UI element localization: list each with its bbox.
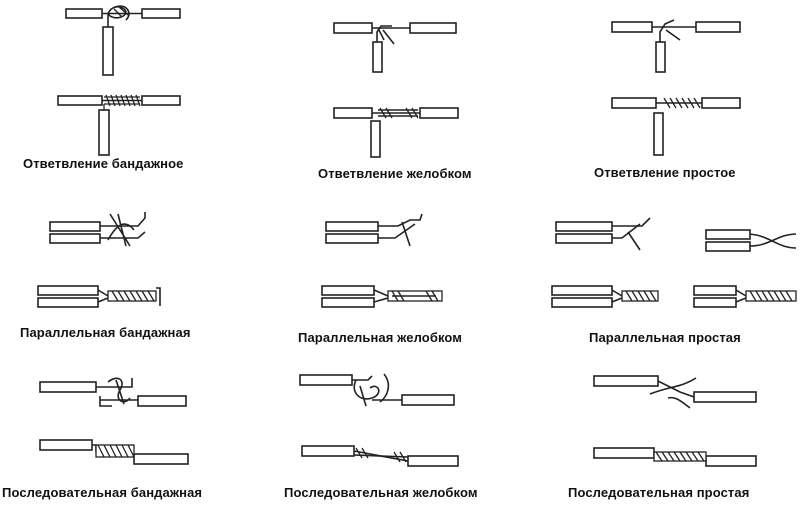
branch-simple-step2 <box>611 97 741 156</box>
serial-bandage-step1 <box>39 377 187 407</box>
parallel-groove-step1 <box>325 213 423 247</box>
branch-groove-step1 <box>333 22 457 73</box>
caption-parallel-simple: Параллельная простая <box>589 330 741 345</box>
parallel-bandage-step1 <box>49 212 146 247</box>
parallel-simple-step1b <box>705 229 797 252</box>
caption-serial-groove: Последовательная желобком <box>284 485 478 500</box>
parallel-simple-step2 <box>551 285 659 308</box>
caption-branch-simple: Ответвление простое <box>594 165 736 180</box>
caption-parallel-bandage: Параллельная бандажная <box>20 325 191 340</box>
parallel-bandage-step2 <box>37 285 161 308</box>
branch-bandage-step1 <box>65 5 181 76</box>
branch-bandage-step2 <box>57 94 181 156</box>
parallel-simple-step1 <box>555 217 651 251</box>
serial-simple-step1 <box>593 375 757 409</box>
caption-serial-bandage: Последовательная бандажная <box>2 485 203 500</box>
serial-groove-step2 <box>301 445 459 467</box>
parallel-groove-step2 <box>321 285 443 308</box>
serial-bandage-step2 <box>39 439 189 465</box>
branch-groove-step2 <box>333 107 459 158</box>
caption-parallel-groove: Параллельная желобком <box>298 330 463 345</box>
parallel-simple-step2b <box>693 285 797 308</box>
caption-branch-bandage: Ответвление бандажное <box>23 156 184 171</box>
serial-groove-step1 <box>299 373 455 407</box>
caption-serial-simple: Последовательная простая <box>568 485 750 500</box>
branch-simple-step1 <box>611 19 741 73</box>
serial-simple-step2 <box>593 447 757 467</box>
caption-branch-groove: Ответвление желобком <box>318 166 472 181</box>
